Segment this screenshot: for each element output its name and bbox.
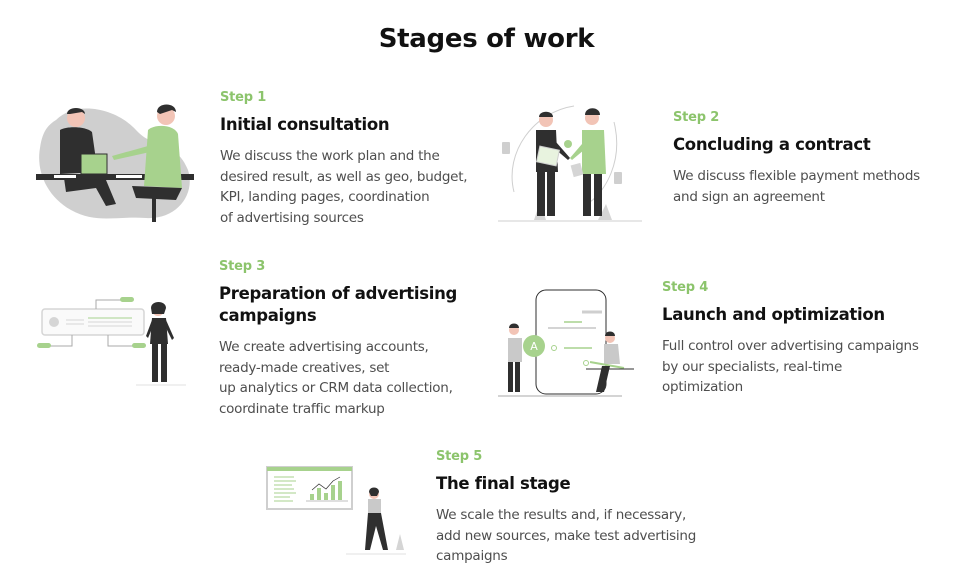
handshake-illustration-icon [498,105,642,222]
step-2: Step 2 Concluding a contract We discuss … [673,110,953,207]
page-title: Stages of work [378,24,595,54]
chart-dashboard-illustration-icon [266,466,406,555]
step-2-title: Concluding a contract [673,135,871,154]
step-1-description: We discuss the work plan and the desired… [220,148,468,226]
step-4-label: Step 4 [662,280,709,295]
step-5-description: We scale the results and, if necessary, … [436,507,697,564]
step-5: Step 5 The final stage We scale the resu… [436,449,726,567]
step-4-title: Launch and optimization [662,305,885,324]
step-3-title: Preparation of advertising campaigns [219,284,458,325]
step-4: Step 4 Launch and optimization Full cont… [662,280,952,398]
step-2-illustration [494,102,646,224]
step-5-title: The final stage [436,474,571,493]
step-4-illustration: A [494,288,640,398]
step-3-label: Step 3 [219,259,266,274]
step-3-illustration [36,296,188,388]
step-3: Step 3 Preparation of advertising campai… [219,259,499,419]
step-1-label: Step 1 [220,90,267,105]
step-1-title: Initial consultation [220,115,390,134]
step-2-label: Step 2 [673,110,720,125]
meeting-illustration-icon [36,104,194,222]
step-1-illustration [36,100,194,224]
phone-launch-illustration-icon: A [498,289,634,397]
svg-text:A: A [530,340,538,353]
ad-card-illustration-icon [37,297,186,386]
step-5-label: Step 5 [436,449,483,464]
step-4-description: Full control over advertising campaigns … [662,338,919,395]
step-3-description: We create advertising accounts, ready-ma… [219,339,453,417]
step-5-illustration [266,466,408,560]
step-2-description: We discuss flexible payment methods and … [673,168,920,205]
step-1: Step 1 Initial consultation We discuss t… [220,90,490,228]
